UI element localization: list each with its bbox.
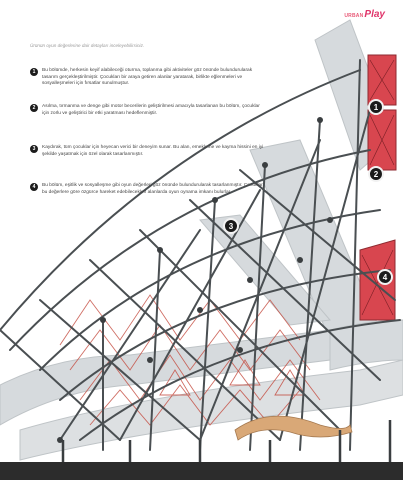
- item-description: Asılma, tırmanma ve denge gibi motor bec…: [42, 104, 260, 116]
- feature-item-3: 3 Kaydırak, tüm çocuklar için heyecan ve…: [30, 145, 265, 158]
- hotspot-badge-2[interactable]: 2: [368, 166, 384, 182]
- item-description: Bu bölümde, herkesin keyif alabileceği o…: [42, 68, 253, 87]
- feature-item-4: 4 Bu bölüm, eşitlik ve sosyalleşme gibi …: [30, 183, 265, 196]
- wooden-log: [234, 415, 353, 441]
- frame-joints: [57, 117, 333, 443]
- hotspot-badge-4[interactable]: 4: [377, 269, 393, 285]
- climbing-frame: [0, 59, 401, 451]
- brand-logo: URBAN Play: [344, 9, 385, 20]
- item-number-badge: 3: [30, 145, 38, 153]
- item-number-badge: 1: [30, 68, 38, 76]
- logo-prefix: URBAN: [344, 13, 364, 19]
- page-subtitle: Ürünün oyun değerlerine dair detayları i…: [30, 43, 145, 48]
- hotspot-badge-1[interactable]: 1: [368, 99, 384, 115]
- item-description: Kaydırak, tüm çocuklar için heyecan veri…: [42, 145, 264, 157]
- item-number-badge: 4: [30, 183, 38, 191]
- feature-item-2: 2 Asılma, tırmanma ve denge gibi motor b…: [30, 104, 265, 117]
- item-description: Bu bölüm, eşitlik ve sosyalleşme gibi oy…: [42, 183, 264, 195]
- footer-bar: [0, 462, 403, 480]
- feature-item-1: 1 Bu bölümde, herkesin keyif alabileceği…: [30, 68, 265, 88]
- hotspot-badge-3[interactable]: 3: [223, 218, 239, 234]
- item-number-badge: 2: [30, 104, 38, 112]
- logo-main: Play: [364, 9, 385, 20]
